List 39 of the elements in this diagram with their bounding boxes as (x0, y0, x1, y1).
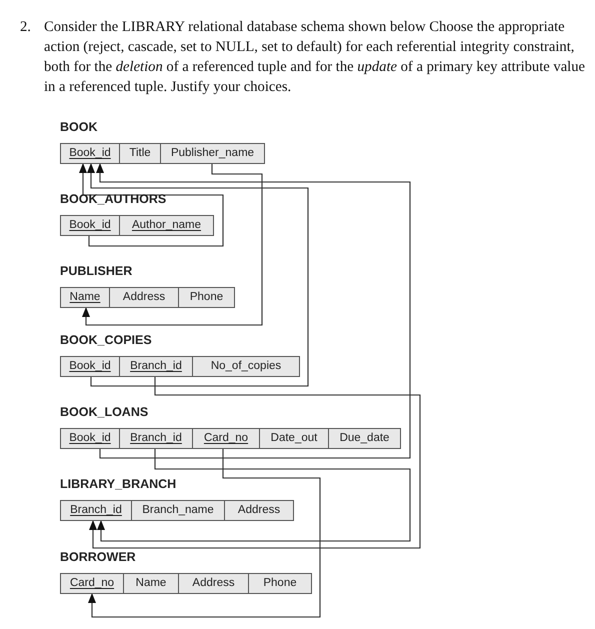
table-name: LIBRARY_BRANCH (60, 477, 176, 491)
foreign-key-arrow (96, 163, 411, 459)
table-name: BOOK (60, 120, 98, 134)
attribute-cell: Date_out (260, 428, 329, 449)
attribute-cell: Book_id (60, 215, 120, 236)
attribute-cell: Branch_id (120, 356, 193, 377)
attribute-cell: Branch_id (60, 500, 132, 521)
table-name: BOOK_LOANS (60, 405, 148, 419)
attribute-cell: No_of_copies (193, 356, 300, 377)
foreign-key-arrow (89, 377, 421, 549)
attribute-cell: Title (120, 143, 161, 164)
attribute-cell: Book_id (60, 356, 120, 377)
foreign-key-arrow (79, 163, 224, 247)
attribute-cell: Due_date (329, 428, 401, 449)
table-name: BOOK_COPIES (60, 333, 152, 347)
foreign-key-arrow (82, 164, 263, 326)
attribute-cell: Address (179, 573, 249, 594)
attribute-cell: Phone (249, 573, 312, 594)
attribute-cell: Name (60, 287, 110, 308)
attribute-cell: Book_id (60, 143, 120, 164)
attribute-cell: Book_id (60, 428, 120, 449)
foreign-key-arrow (88, 449, 321, 618)
foreign-key-arrow (87, 163, 309, 387)
table-name: PUBLISHER (60, 264, 132, 278)
attribute-cell: Card_no (60, 573, 124, 594)
attribute-cell: Branch_id (120, 428, 193, 449)
question-text: Consider the LIBRARY relational database schema shown below Choose the appropriate action (reject, cascade, set to NULL, set to default) for each referential integrity constraint, both for the deletion of a referenced tuple and for the update of a primary key attribute value in a referenced tuple. Justify your choices. (44, 18, 586, 97)
question-number: 2. (20, 18, 31, 37)
attribute-cell: Phone (179, 287, 235, 308)
attribute-cell: Branch_name (132, 500, 225, 521)
attribute-cell: Name (124, 573, 179, 594)
table-name: BOOK_AUTHORS (60, 192, 166, 206)
attribute-cell: Author_name (120, 215, 214, 236)
table-name: BORROWER (60, 550, 136, 564)
attribute-cell: Card_no (193, 428, 260, 449)
attribute-cell: Address (110, 287, 179, 308)
attribute-cell: Publisher_name (161, 143, 265, 164)
attribute-cell: Address (225, 500, 294, 521)
foreign-key-arrow (97, 449, 411, 542)
